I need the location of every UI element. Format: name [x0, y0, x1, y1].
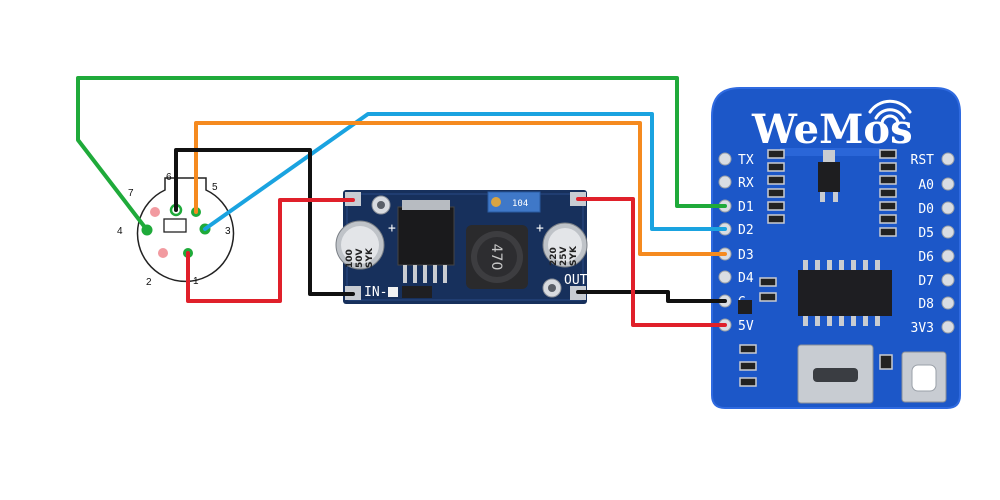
svg-text:SYK: SYK [569, 245, 579, 266]
out-label: OUT [564, 273, 588, 288]
pin-hole[interactable] [941, 320, 955, 334]
right-header [941, 152, 955, 334]
inductor-code: 470 [488, 244, 504, 271]
pin-label-d2: D2 [738, 223, 754, 238]
pin-hole[interactable] [941, 177, 955, 191]
svg-text:50V: 50V [355, 248, 365, 268]
wire-green [76, 76, 727, 232]
svg-text:25V: 25V [559, 246, 569, 266]
smd-components [739, 149, 897, 387]
diode [402, 286, 432, 298]
pin-label-d0: D0 [918, 202, 934, 217]
din-pin-label: 7 [128, 188, 134, 199]
pin-hole[interactable] [941, 201, 955, 215]
pin-hole[interactable] [941, 273, 955, 287]
din-pin-2 [158, 248, 168, 258]
din-key-slot [163, 218, 187, 233]
din-pin-7 [150, 207, 160, 217]
pin-hole[interactable] [941, 296, 955, 310]
pin-label-d1: D1 [738, 200, 754, 215]
din-pin-label: 5 [212, 182, 218, 193]
wire-black-in [174, 148, 355, 296]
wifi-icon [868, 99, 912, 126]
wire-red-in [186, 198, 355, 303]
trimmer-code: 104 [512, 199, 528, 209]
pin-hole[interactable] [718, 175, 732, 189]
din-pin-label: 2 [146, 277, 152, 288]
buck-converter-module: 100 50V SYK 470 104 220 25V SYK I [335, 190, 588, 304]
wires [76, 76, 727, 327]
pin-label-tx: TX [738, 153, 754, 168]
wire-black-out [576, 290, 727, 303]
in-minus-label: IN- [364, 285, 387, 300]
out-plus-mark: + [536, 221, 544, 236]
din-pin-label: 6 [166, 172, 172, 183]
svg-text:SYK: SYK [365, 247, 375, 268]
pin-hole[interactable] [718, 270, 732, 284]
trimmer-potentiometer[interactable] [487, 191, 541, 213]
pin-label-d8: D8 [918, 297, 934, 312]
pin-label-d7: D7 [918, 274, 934, 289]
pin-label-a0: A0 [918, 178, 934, 193]
pin-label-rst: RST [911, 153, 935, 168]
wire-orange [194, 121, 727, 256]
pin-label-d4: D4 [738, 271, 754, 286]
pin-hole[interactable] [941, 225, 955, 239]
din-pin-label: 3 [225, 226, 231, 237]
pin-hole[interactable] [941, 152, 955, 166]
svg-text:100: 100 [345, 249, 355, 268]
in-plus-mark: + [388, 221, 396, 236]
svg-text:220: 220 [549, 247, 559, 266]
pin-label-5v: 5V [738, 319, 754, 334]
pin-hole[interactable] [718, 152, 732, 166]
pin-label-d6: D6 [918, 250, 934, 265]
voltage-regulator [818, 162, 840, 192]
wemos-d1-mini-board: WeMos TX [711, 87, 961, 409]
wemos-brand-logo: WeMos [751, 106, 913, 153]
usb-serial-chip [798, 270, 892, 316]
pin-label-3v3: 3V3 [911, 321, 934, 336]
din-pin-label: 1 [193, 276, 199, 287]
regulator-ic [397, 206, 455, 266]
pin-label-rx: RX [738, 176, 754, 191]
pin-label-d5: D5 [918, 226, 934, 241]
wire-blue [203, 112, 727, 231]
din-pin-label: 4 [117, 226, 123, 237]
pin-hole[interactable] [941, 249, 955, 263]
wire-red-out [576, 197, 727, 327]
pin-label-d3: D3 [738, 248, 754, 263]
